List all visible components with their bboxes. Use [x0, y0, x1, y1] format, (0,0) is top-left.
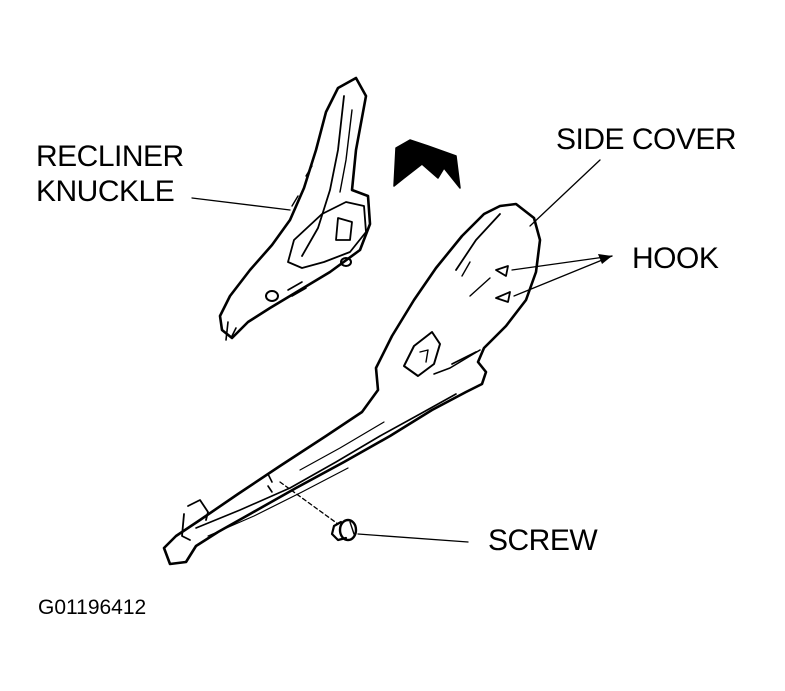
side-cover-leader: [529, 159, 601, 227]
hook-arrowhead: [598, 254, 612, 264]
recliner-label-line2: KNUCKLE: [36, 175, 175, 208]
recliner-knuckle-leader: [191, 197, 291, 211]
recliner-knuckle: [218, 76, 372, 341]
hook-leader-lower: [513, 255, 613, 297]
side-cover-label: SIDE COVER: [556, 123, 737, 156]
side-cover: [162, 202, 542, 566]
leader-lines: [191, 159, 613, 543]
hook-leader-upper: [511, 255, 613, 271]
screw-label: SCREW: [488, 524, 598, 557]
direction-arrow: [393, 139, 461, 189]
figure-code: G01196412: [38, 596, 147, 619]
recliner-label-line1: RECLINER: [36, 140, 184, 173]
screw-axis-line: [279, 481, 339, 525]
hook-label: HOOK: [632, 242, 719, 275]
screw-leader: [357, 533, 469, 543]
screw: [330, 518, 358, 542]
